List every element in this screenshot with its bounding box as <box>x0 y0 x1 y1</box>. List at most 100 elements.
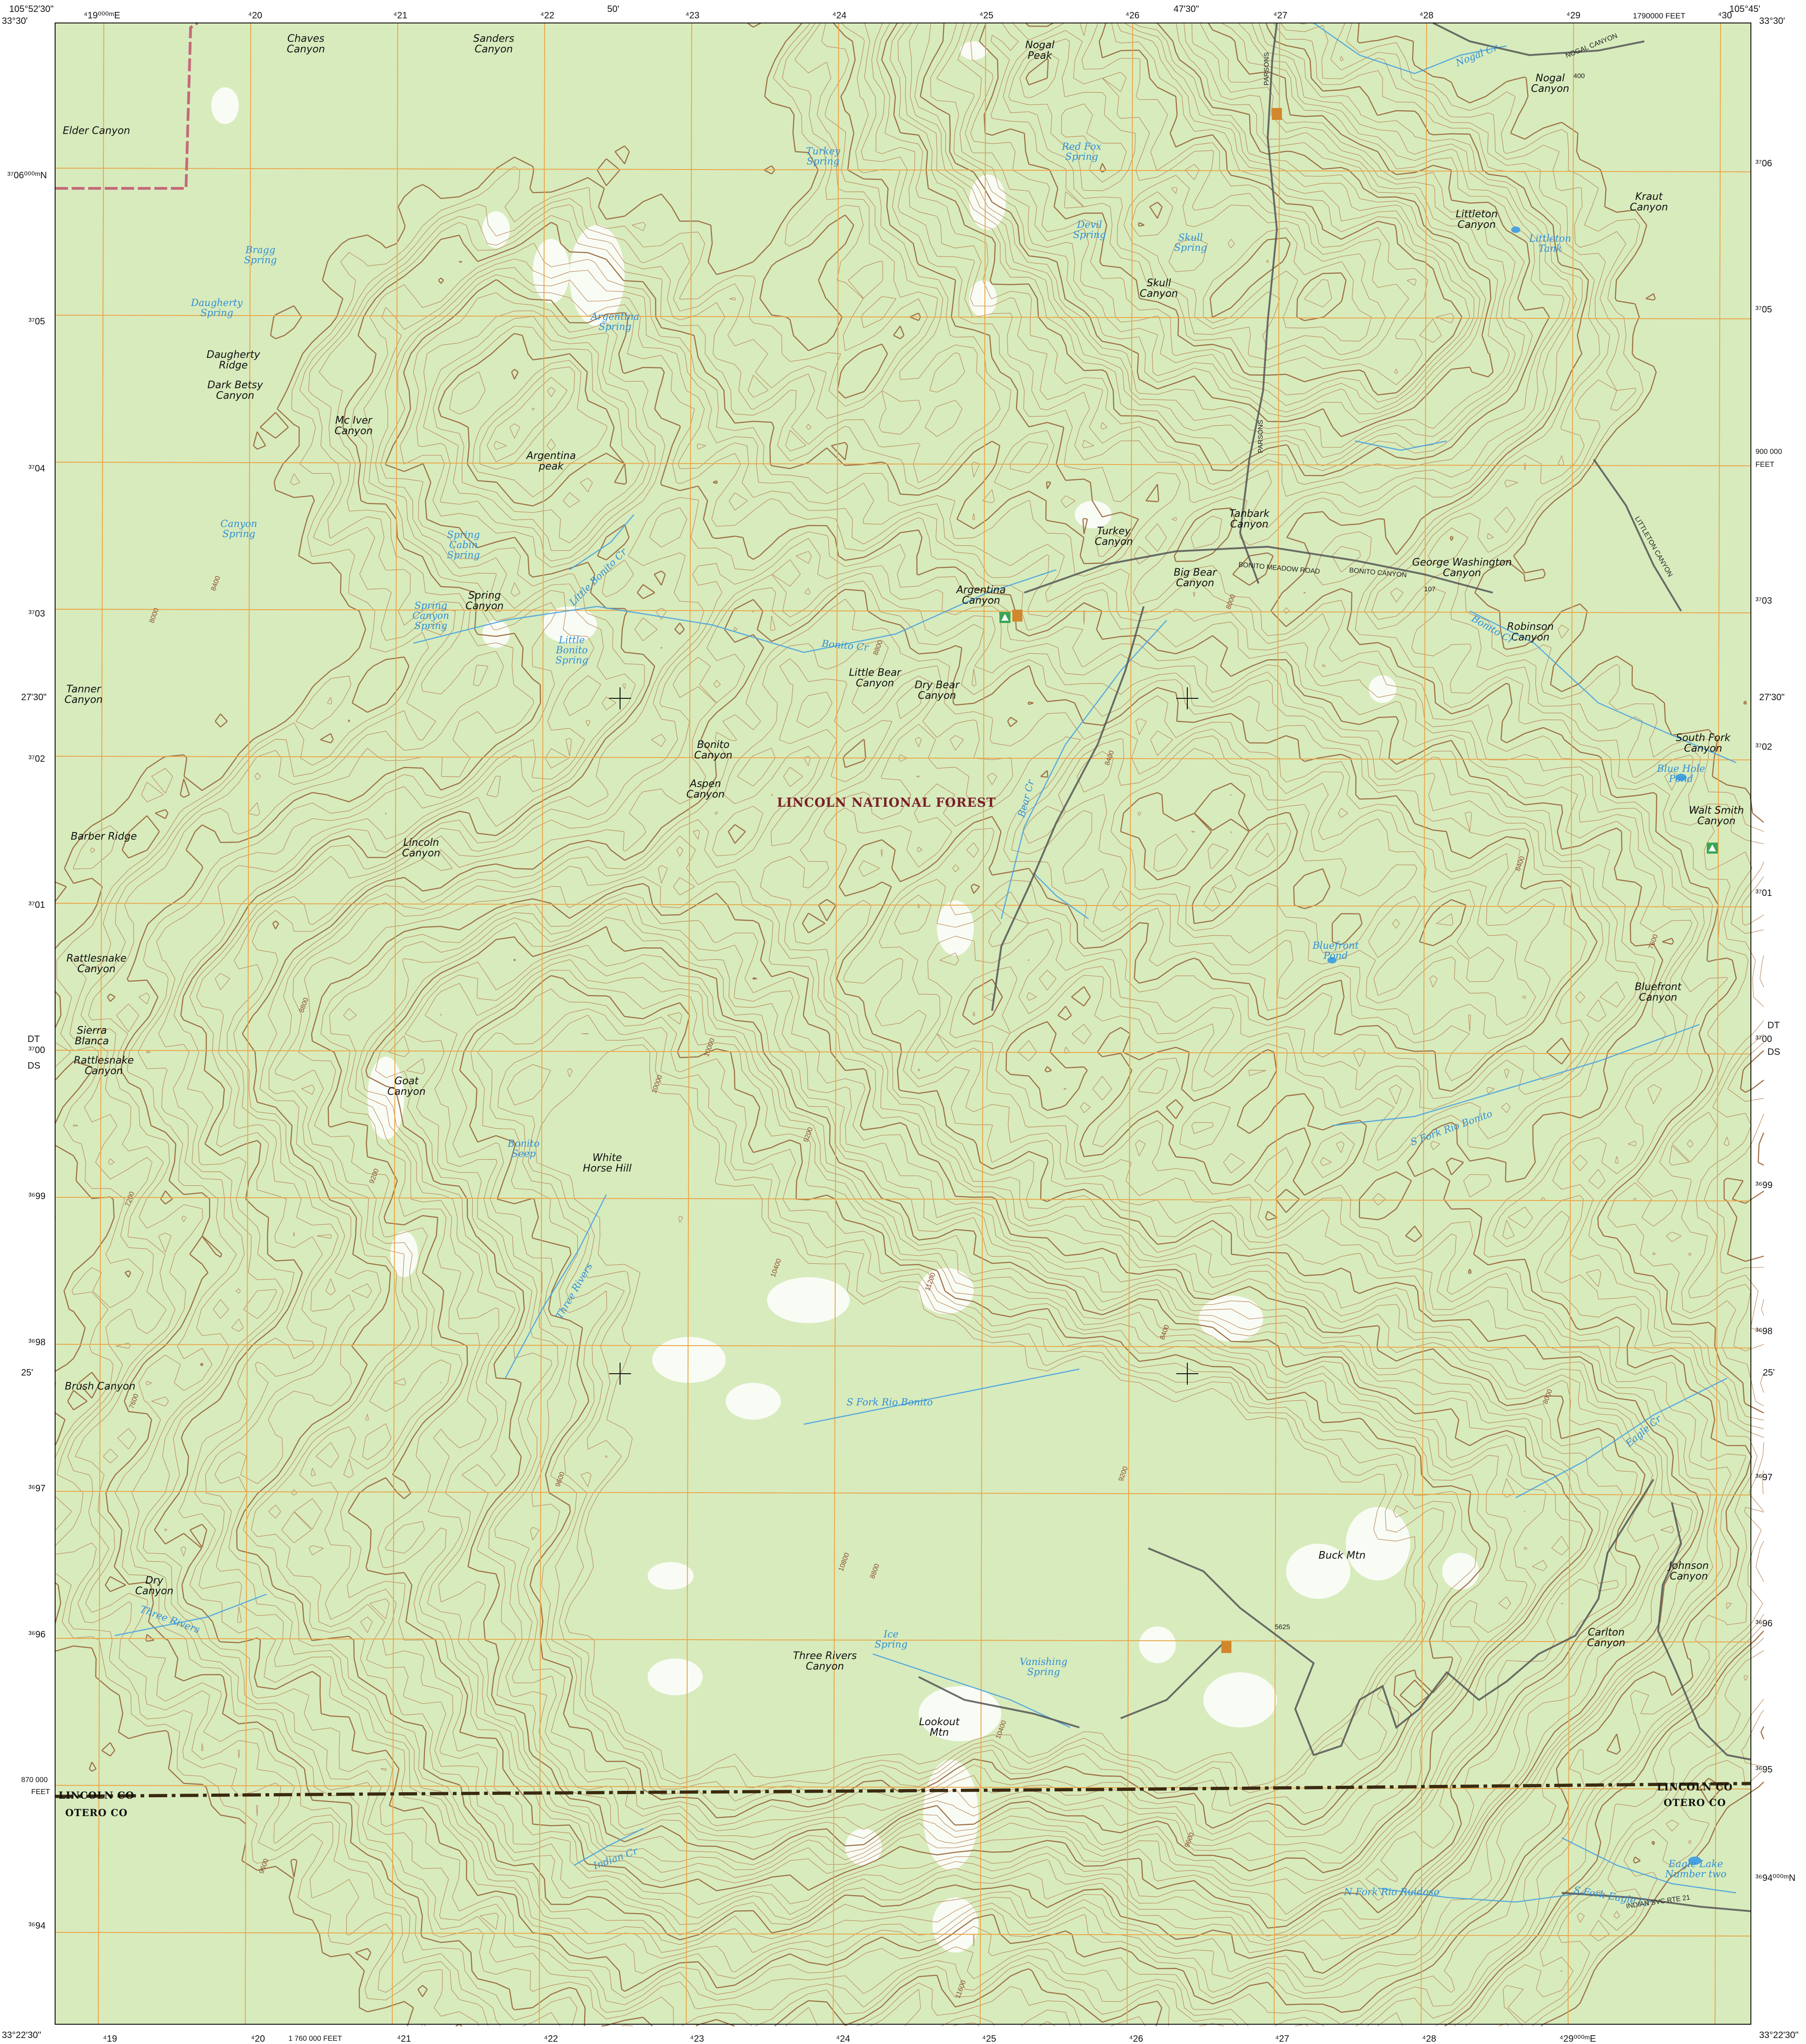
state-plane-top: 1790000 FEET <box>1633 11 1686 20</box>
road-4 <box>991 606 1145 1011</box>
contour-line-16 <box>243 23 1698 1961</box>
northing-left-6: ³⁶99 <box>28 1191 46 1201</box>
stream-3 <box>569 514 634 571</box>
contour-line-5 <box>105 23 1764 2027</box>
clearing-27 <box>1442 1553 1479 1590</box>
state-plane-right-unit: FEET <box>1755 461 1774 469</box>
clearing-26 <box>1369 675 1396 703</box>
trailhead-symbol-2 <box>1221 1641 1231 1653</box>
feature-label-4: Elder Canyon <box>62 125 130 137</box>
road-label-5: PARSONS <box>1257 419 1265 453</box>
contour-line-10 <box>154 23 1752 2013</box>
feature-label-25: Barber Ridge <box>70 831 137 843</box>
clearing-29 <box>960 41 988 60</box>
contour-line-21 <box>321 23 1638 1921</box>
campground-tent-1 <box>1709 844 1716 851</box>
corner-lat-top-right: 33°30' <box>1759 16 1785 26</box>
clearing-24 <box>482 211 510 248</box>
northing-right-8: ³⁶97 <box>1755 1472 1773 1483</box>
stream-12 <box>1561 1837 1737 1894</box>
northing-right-4: ³⁷01 <box>1755 888 1772 898</box>
clearing-20 <box>648 1562 694 1590</box>
grid-easting-0 <box>98 23 104 2025</box>
streams <box>114 22 1737 1903</box>
clearing-4 <box>1075 501 1112 528</box>
county-label-south-west: OTERO CO <box>65 1806 128 1818</box>
contour-line-27 <box>388 954 1569 1854</box>
trailhead-symbol-1 <box>1272 108 1282 120</box>
contour-line-6 <box>115 23 1764 2027</box>
road-label-4: PARSONS <box>1263 52 1271 86</box>
clearing-0 <box>570 225 625 326</box>
northing-right-1: ³⁷05 <box>1755 305 1772 315</box>
stream-15 <box>1033 872 1089 920</box>
contour-line-2 <box>55 23 1764 2027</box>
stream-13 <box>872 1653 1071 1728</box>
clearing-15 <box>1346 1507 1410 1580</box>
blue-hole-pond <box>1676 774 1687 781</box>
road-lines <box>918 22 1751 1912</box>
contour-line-26 <box>375 260 1586 1864</box>
clearing-23 <box>932 1897 978 1953</box>
grid-easting-6 <box>980 23 986 2025</box>
stream-2 <box>1469 610 1737 764</box>
easting-bottom-6: ⁴25 <box>982 2034 996 2044</box>
road-6 <box>1657 1502 1751 1761</box>
easting-bottom-9: ⁴28 <box>1422 2034 1436 2044</box>
grid-northing-11 <box>55 1785 1751 1789</box>
grid-easting-11 <box>1715 23 1721 2025</box>
clearing-12 <box>1199 1296 1263 1342</box>
state-plane-left-value: 870 000 <box>21 1776 48 1784</box>
easting-bottom-8: ⁴27 <box>1275 2034 1289 2044</box>
easting-bottom-2: ⁴21 <box>397 2034 411 2044</box>
trailhead-symbol-0 <box>1012 610 1022 622</box>
minutes-2730-left: 27'30" <box>21 692 47 702</box>
boundary-lines <box>55 22 1751 2025</box>
northing-right-9: ³⁶96 <box>1755 1619 1773 1629</box>
campground-tent-0 <box>1001 614 1009 621</box>
county-label-north-east: LINCOLN CO <box>1657 1781 1733 1793</box>
clearing-14 <box>1286 1544 1350 1599</box>
road-8 <box>1120 1644 1223 1719</box>
stream-8 <box>1515 1377 1727 1499</box>
grid-easting-7 <box>1127 23 1133 2025</box>
easting-top-5: ⁴25 <box>979 11 993 21</box>
contour-line-19 <box>298 23 1674 1936</box>
northing-left-9: ³⁶96 <box>28 1630 46 1640</box>
contour-line-17 <box>251 23 1693 1946</box>
utm-grid <box>55 23 1751 2025</box>
contour-line-14 <box>214 23 1711 1980</box>
stream-4 <box>1000 620 1167 919</box>
clearing-11 <box>726 1383 781 1420</box>
northing-left-1: ³⁷04 <box>28 464 45 474</box>
clearing-7 <box>367 1057 404 1139</box>
easting-top-10: ⁴30 <box>1718 11 1732 21</box>
clearing-6 <box>482 620 510 648</box>
